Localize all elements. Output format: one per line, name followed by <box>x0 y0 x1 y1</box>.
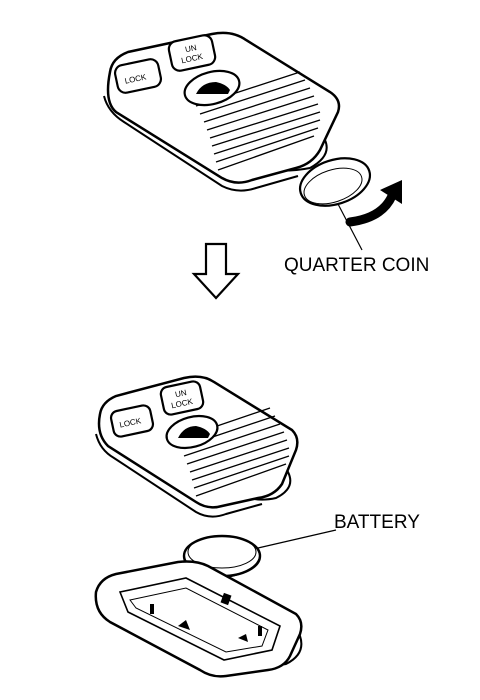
battery-leader <box>257 529 337 549</box>
car-icon-lower <box>178 426 210 438</box>
quarter-coin-label: QUARTER COIN <box>284 255 429 276</box>
battery-label: BATTERY <box>334 512 420 533</box>
unlock-button-lower: UN LOCK <box>159 380 205 416</box>
trunk-button <box>183 69 241 107</box>
down-arrow-icon <box>191 242 241 300</box>
key-fob-top-half: LOCK UN LOCK <box>95 375 299 518</box>
unlock-button-lower-label-top: UN <box>174 388 187 399</box>
car-icon <box>196 82 230 94</box>
key-fob-closed: LOCK UN LOCK <box>103 31 341 192</box>
board-contacts <box>150 592 262 642</box>
grip-ribs <box>195 71 321 171</box>
circuit-board <box>118 577 281 661</box>
quarter-coin-leader <box>337 203 363 251</box>
trunk-button-lower <box>165 414 219 450</box>
lock-button-lower: LOCK <box>109 404 155 438</box>
quarter-coin <box>298 157 372 207</box>
lock-button: LOCK <box>113 58 163 94</box>
key-fob-base-half <box>94 560 303 678</box>
unlock-button-label-top: UN <box>184 43 197 54</box>
unlock-button: UN LOCK <box>167 34 217 72</box>
rotation-arrow <box>345 180 402 227</box>
